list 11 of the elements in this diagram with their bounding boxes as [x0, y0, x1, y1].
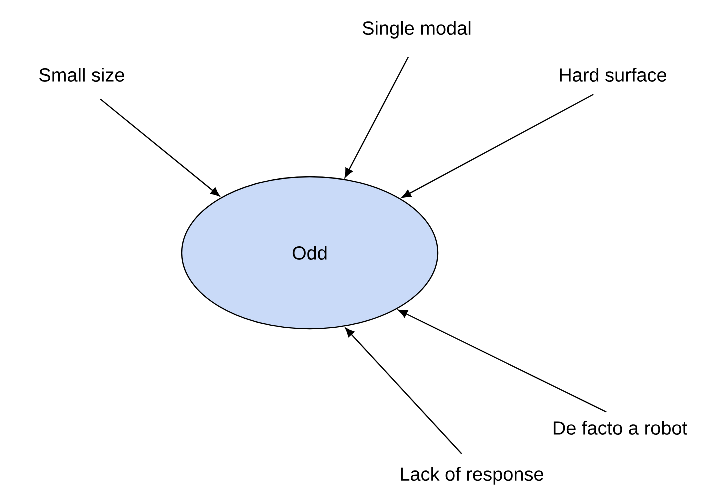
arrow: [402, 94, 594, 198]
arrow: [100, 98, 220, 197]
arrow: [344, 56, 410, 178]
arrow: [398, 310, 607, 413]
label-text: Lack of response: [401, 467, 544, 485]
ellipse-node: Odd: [181, 176, 439, 330]
arrow: [345, 328, 462, 454]
label-text: De facto a robot: [554, 421, 688, 435]
label-text: Hard surface: [560, 68, 667, 82]
label-text: Single modal: [362, 21, 471, 39]
label-text: Small size: [40, 68, 124, 82]
